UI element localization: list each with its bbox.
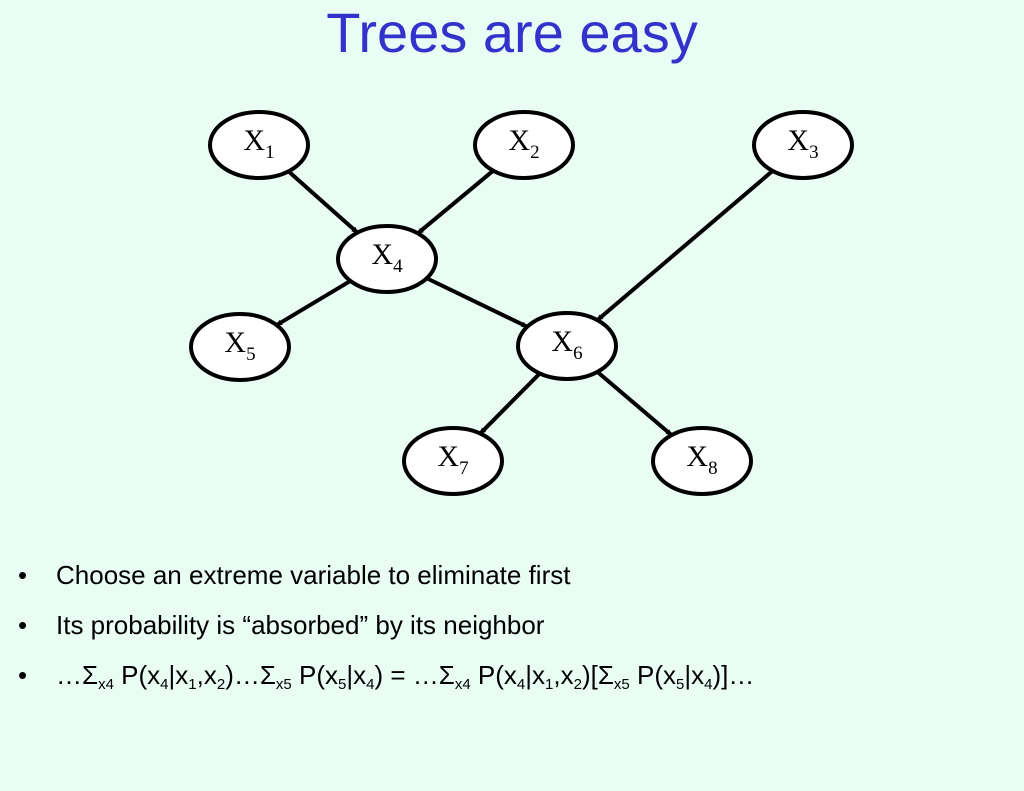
node-ellipse: [473, 110, 575, 180]
formula-part: )[Σ: [581, 660, 614, 690]
formula-part: P(x: [629, 660, 676, 690]
formula: …Σx4 P(x4|x1,x2)…Σx5 P(x5|x4) = …Σx4 P(x…: [56, 660, 755, 693]
formula-part: P(x: [470, 660, 517, 690]
edge-x6-to-x7: [478, 372, 542, 435]
bullet-item-3-formula: • …Σx4 P(x4|x1,x2)…Σx5 P(x5|x4) = …Σx4 P…: [18, 655, 1008, 705]
formula-sub: 4: [704, 676, 713, 693]
formula-sub: 2: [573, 676, 582, 693]
node-ellipse: [651, 426, 753, 496]
formula-sub: x5: [275, 676, 292, 693]
formula-sub: 5: [338, 676, 347, 693]
bullet-item-1: • Choose an extreme variable to eliminat…: [18, 555, 1008, 605]
formula-sub: 4: [366, 676, 375, 693]
formula-sub: x4: [98, 676, 114, 693]
formula-part: ,x: [553, 660, 574, 690]
edge-x2-to-x4: [416, 169, 495, 235]
formula-part: ,x: [196, 660, 217, 690]
node-x2: X2: [473, 110, 575, 180]
edges-layer: [275, 169, 774, 437]
formula-part: )…Σ: [225, 660, 276, 690]
node-x4: X4: [336, 224, 438, 294]
slide-title: Trees are easy: [326, 1, 698, 64]
formula-sub: 1: [188, 676, 197, 693]
formula-sub: 4: [516, 676, 526, 693]
node-ellipse: [752, 110, 854, 180]
bullet-text-2: Its probability is “absorbed” by its nei…: [56, 610, 545, 640]
formula-sub: 2: [216, 676, 226, 693]
node-ellipse: [336, 224, 438, 294]
node-ellipse: [402, 426, 504, 496]
node-x7: X7: [402, 426, 504, 496]
formula-part: )]…: [712, 660, 755, 690]
edge-x4-to-x6: [425, 276, 529, 329]
node-x5: X5: [189, 312, 291, 382]
formula-sub: 5: [675, 676, 685, 693]
bullet-text-1: Choose an extreme variable to eliminate …: [56, 560, 571, 590]
node-ellipse: [189, 312, 291, 382]
formula-part: ) = …Σ: [374, 660, 455, 690]
formula-part: |x: [684, 660, 705, 690]
formula-sub: x4: [454, 676, 471, 693]
node-ellipse: [208, 110, 310, 180]
node-ellipse: [516, 311, 618, 381]
formula-sub: 1: [545, 676, 554, 693]
bullet-item-2: • Its probability is “absorbed” by its n…: [18, 605, 1008, 655]
formula-part: |x: [346, 660, 367, 690]
edge-x3-to-x6: [596, 169, 774, 322]
node-x8: X8: [651, 426, 753, 496]
formula-sub: 4: [160, 676, 169, 693]
bullet-marker: •: [18, 560, 28, 590]
bullet-marker: •: [18, 610, 28, 640]
edge-x1-to-x4: [287, 169, 359, 235]
node-x3: X3: [752, 110, 854, 180]
formula-part: P(x: [291, 660, 338, 690]
node-x1: X1: [208, 110, 310, 180]
node-x6: X6: [516, 311, 618, 381]
formula-part: |x: [525, 660, 546, 690]
bullet-marker: •: [18, 660, 28, 690]
formula-part: |x: [168, 660, 189, 690]
formula-part: P(x: [113, 660, 161, 690]
formula-part: …Σ: [56, 660, 99, 690]
bullet-list: • Choose an extreme variable to eliminat…: [18, 555, 1008, 705]
edge-x4-to-x5: [275, 279, 352, 327]
edge-x6-to-x8: [596, 370, 673, 437]
formula-sub: x5: [613, 676, 630, 693]
